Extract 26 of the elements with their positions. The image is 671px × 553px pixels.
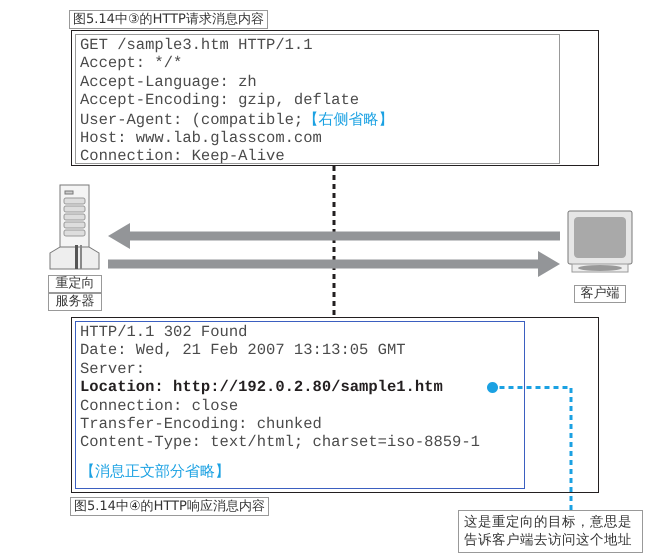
code-line: Date: Wed, 21 Feb 2007 13:13:05 GMT bbox=[80, 341, 407, 360]
code-line: Accept: */* bbox=[80, 54, 184, 73]
arrow bbox=[108, 223, 560, 249]
code-line: Accept-Language: zh bbox=[80, 72, 258, 92]
device-label: 客户端 bbox=[574, 285, 626, 303]
figure-caption: 图5.14中③的HTTP请求消息内容 bbox=[69, 10, 268, 29]
code-line: Content-Type: text/html; charset=iso-8859-1 bbox=[80, 433, 481, 452]
code-line: HTTP/1.1 302 Found bbox=[80, 323, 248, 342]
code-line: Connection: close bbox=[80, 396, 240, 416]
code-line: GET /sample3.htm HTTP/1.1 bbox=[80, 36, 314, 54]
code-line: Accept-Encoding: gzip, deflate bbox=[80, 91, 360, 110]
code-line: Location: http://192.0.2.80/sample1.htm bbox=[80, 378, 444, 397]
code-line: Host: www.lab.glasscom.com bbox=[80, 129, 323, 148]
code-line: Server: bbox=[80, 360, 146, 378]
figure-caption: 图5.14中④的HTTP响应消息内容 bbox=[70, 497, 269, 516]
dotted-line bbox=[332, 166, 336, 317]
leader-line bbox=[487, 382, 572, 510]
arrow bbox=[108, 251, 560, 277]
code-line: Connection: Keep-Alive bbox=[80, 147, 286, 166]
code-line: Transfer-Encoding: chunked bbox=[80, 415, 323, 434]
code-line: User-Agent: (compatible;【右侧省略】 bbox=[80, 110, 394, 130]
device-label: 服务器 bbox=[48, 293, 102, 311]
omission-note: 【消息正文部分省略】 bbox=[80, 462, 230, 480]
annotation-note: 这是重定向的目标，意思是告诉客户端去访问这个地址 bbox=[458, 510, 643, 553]
device-label: 重定向 bbox=[48, 275, 102, 293]
code-block bbox=[75, 321, 525, 489]
